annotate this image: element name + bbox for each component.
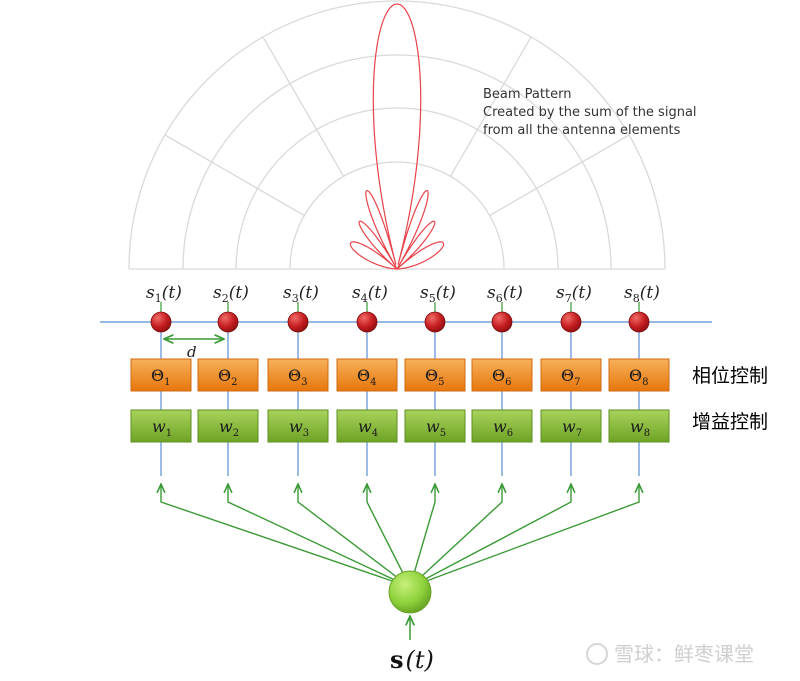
watermark: 雪球：鲜枣课堂 xyxy=(586,642,754,666)
phase-shifter-6 xyxy=(471,358,533,392)
gain-control-label: 增益控制 xyxy=(692,411,768,433)
phase-shifter-4 xyxy=(336,358,398,392)
signal-label-5: s5(t) xyxy=(420,283,456,305)
feed-line-7 xyxy=(419,484,571,583)
antenna-element-7 xyxy=(560,311,582,333)
gain-label-7: w7 xyxy=(562,417,582,439)
phase-label-1: Θ1 xyxy=(151,366,171,388)
gain-label-2: w2 xyxy=(219,417,239,439)
phase-shifter-2 xyxy=(197,358,259,392)
element-spacing-label: d xyxy=(187,343,197,361)
signal-label-2: s2(t) xyxy=(213,283,249,305)
signal-label-7: s7(t) xyxy=(556,283,592,305)
beam-caption-line-1: Beam Pattern xyxy=(483,87,571,102)
signal-label-3: s3(t) xyxy=(283,283,319,305)
source-signal-label: s(t) xyxy=(390,645,434,674)
gain-block-5 xyxy=(404,409,466,443)
beam-caption-line-3: from all the antenna elements xyxy=(483,123,681,138)
phase-shifter-7 xyxy=(540,358,602,392)
signal-label-1: s1(t) xyxy=(146,283,182,305)
phase-label-8: Θ8 xyxy=(629,366,649,388)
phase-label-5: Θ5 xyxy=(425,366,445,388)
phase-label-2: Θ2 xyxy=(218,366,238,388)
signal-label-6: s6(t) xyxy=(487,283,523,305)
gain-block-1 xyxy=(130,409,192,443)
polar-grid-spoke-3 xyxy=(262,36,345,177)
polar-grid-spoke-1 xyxy=(489,134,630,217)
feed-line-3 xyxy=(298,484,404,583)
antenna-element-4 xyxy=(356,311,378,333)
phase-label-7: Θ7 xyxy=(561,366,581,388)
phase-label-4: Θ4 xyxy=(357,366,377,388)
antenna-element-8 xyxy=(628,311,650,333)
antenna-element-5 xyxy=(424,311,446,333)
feed-line-8 xyxy=(423,484,639,583)
beam-pattern xyxy=(349,3,445,270)
feed-line-4 xyxy=(367,484,409,583)
phase-shifter-8 xyxy=(608,358,670,392)
phase-shifter-3 xyxy=(267,358,329,392)
gain-label-8: w8 xyxy=(630,417,650,439)
gain-label-5: w5 xyxy=(426,417,446,439)
gain-block-7 xyxy=(540,409,602,443)
polar-grid-arc-2 xyxy=(182,54,612,270)
antenna-element-3 xyxy=(287,311,309,333)
gain-block-6 xyxy=(471,409,533,443)
polar-grid-spoke-4 xyxy=(164,134,305,217)
phase-control-label: 相位控制 xyxy=(692,365,768,387)
antenna-element-6 xyxy=(491,311,513,333)
feed-line-1 xyxy=(161,484,396,583)
antenna-elements: s1(t) Θ1 w1 s2(t) Θ2 w2 s3(t) Θ3 w3 s4(t) Θ4 w4 s5(t… xyxy=(130,283,670,476)
gain-block-4 xyxy=(336,409,398,443)
antenna-element-1 xyxy=(150,311,172,333)
feed-network xyxy=(161,484,639,583)
gain-block-8 xyxy=(608,409,670,443)
phase-label-3: Θ3 xyxy=(288,366,308,388)
polar-grid-arc-4 xyxy=(289,161,505,270)
gain-label-3: w3 xyxy=(289,417,309,439)
signal-label-8: s8(t) xyxy=(624,283,660,305)
signal-source-node xyxy=(388,570,432,614)
phase-shifter-5 xyxy=(404,358,466,392)
snowball-logo-icon xyxy=(586,643,608,665)
feed-line-6 xyxy=(415,484,502,583)
gain-block-2 xyxy=(197,409,259,443)
phase-label-6: Θ6 xyxy=(492,366,512,388)
beam-caption-line-2: Created by the sum of the signal xyxy=(483,105,697,120)
gain-label-1: w1 xyxy=(152,417,172,439)
gain-label-4: w4 xyxy=(358,417,378,439)
polar-grid-spoke-2 xyxy=(449,36,532,177)
watermark-text: 雪球：鲜枣课堂 xyxy=(614,642,754,666)
gain-block-3 xyxy=(267,409,329,443)
polar-grid-arc-1 xyxy=(128,0,666,270)
signal-label-4: s4(t) xyxy=(352,283,388,305)
antenna-element-2 xyxy=(217,311,239,333)
phase-shifter-1 xyxy=(130,358,192,392)
gain-label-6: w6 xyxy=(493,417,513,439)
feed-line-2 xyxy=(228,484,400,583)
polar-grid-arc-3 xyxy=(235,107,559,270)
feed-line-5 xyxy=(410,484,436,583)
